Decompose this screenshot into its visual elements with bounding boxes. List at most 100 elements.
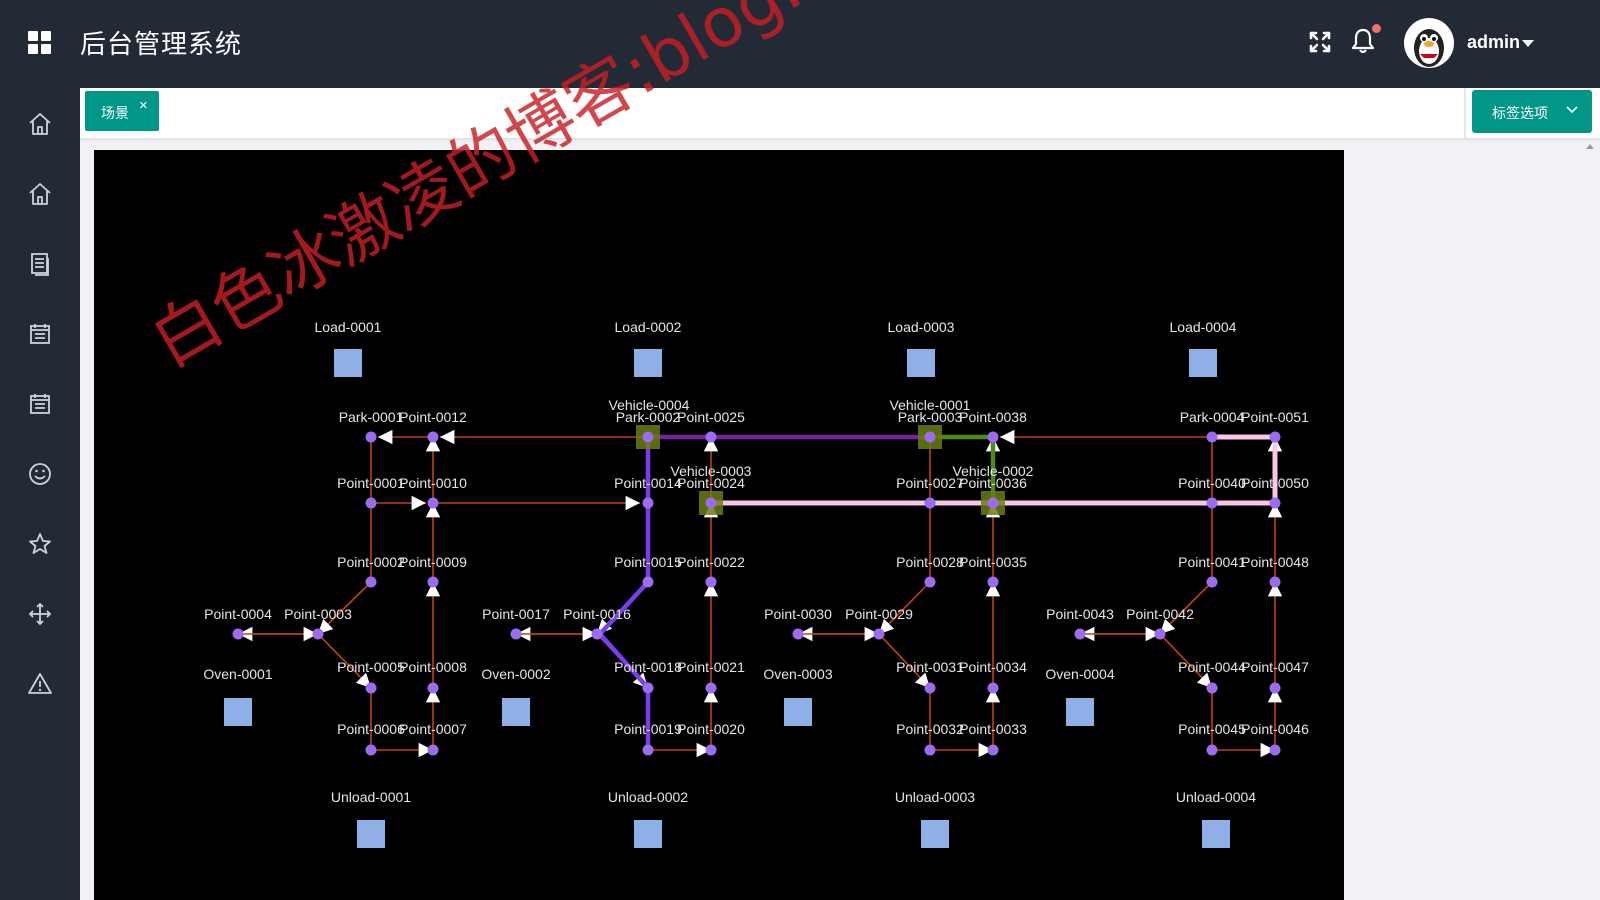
graph-label: Point-0007 [399,721,467,737]
user-menu-caret-icon[interactable] [1522,40,1534,47]
graph-label: Park-0004 [1180,409,1245,425]
graph-label: Unload-0004 [1176,789,1256,805]
graph-label: Point-0050 [1241,475,1309,491]
graph-point [642,431,654,443]
apps-grid-icon[interactable] [28,31,52,55]
edge-line [317,581,372,635]
graph-label: Point-0015 [614,554,682,570]
graph-point [1154,628,1166,640]
calendar-icon[interactable] [26,390,54,418]
graph-point [705,744,717,756]
graph-point [642,576,654,588]
graph-point [427,682,439,694]
graph-point [642,497,654,509]
graph-label: Vehicle-0001 [890,397,971,413]
graph-point [924,497,936,509]
graph-point [510,628,522,640]
star-icon[interactable] [26,530,54,558]
app-title: 后台管理系统 [80,30,243,60]
graph-label: Point-0029 [845,606,913,622]
graph-label: Point-0019 [614,721,682,737]
location-block [1066,698,1094,726]
smile-icon[interactable] [26,460,54,488]
list-icon[interactable] [26,320,54,348]
tabs-bar: 场景 × 标签选项 [80,88,1600,138]
graph-point [705,576,717,588]
graph-label: Point-0024 [677,475,745,491]
graph-point [1269,744,1281,756]
graph-label: Vehicle-0002 [953,463,1034,479]
graph-point [873,628,885,640]
graph-point [1206,431,1218,443]
location-blocks [224,349,1230,848]
graph-label: Point-0005 [337,659,405,675]
graph-label: Point-0009 [399,554,467,570]
graph-label: Load-0003 [888,319,955,335]
home-icon[interactable] [26,110,54,138]
location-block [1189,349,1217,377]
graph-point [642,744,654,756]
user-avatar[interactable] [1404,18,1454,68]
graph-label: Point-0038 [959,409,1027,425]
graph-label: Point-0028 [896,554,964,570]
location-block [502,698,530,726]
graph-label: Point-0016 [563,606,631,622]
location-block [357,820,385,848]
graph-label: Point-0022 [677,554,745,570]
graph-point [987,497,999,509]
close-icon[interactable]: × [139,97,148,114]
graph-label: Park-0001 [339,409,404,425]
graph-label: Point-0042 [1126,606,1194,622]
graph-label: Point-0043 [1046,606,1114,622]
graph-label: Park-0002 [616,409,681,425]
graph-label: Point-0036 [959,475,1027,491]
graph-point [1074,628,1086,640]
fullscreen-icon[interactable] [1308,30,1332,54]
tab-options-button[interactable]: 标签选项 [1472,90,1592,133]
graph-label: Point-0034 [959,659,1027,675]
graph-label: Vehicle-0004 [609,397,690,413]
graph-point [427,431,439,443]
home-icon[interactable] [26,180,54,208]
tab-scene[interactable]: 场景 × [85,91,159,131]
graph-label: Point-0046 [1241,721,1309,737]
graph-label: Point-0040 [1178,475,1246,491]
top-bar: 后台管理系统 admin [0,0,1600,88]
tabs-divider [1464,88,1466,138]
graph-point [427,576,439,588]
edge-line [878,633,931,689]
graph-label: Point-0004 [204,606,272,622]
scroll-up-arrow[interactable] [1586,144,1594,149]
location-block [907,349,935,377]
graph-point [987,431,999,443]
graph-label: Unload-0001 [331,789,411,805]
location-block [784,698,812,726]
graph-label: Point-0031 [896,659,964,675]
graph-point [1206,576,1218,588]
graph-point [987,576,999,588]
graph-point [1269,497,1281,509]
graph-point [987,744,999,756]
edge-line [317,633,372,689]
document-icon[interactable] [26,250,54,278]
graph-label: Point-0033 [959,721,1027,737]
graph-label: Point-0014 [614,475,682,491]
warning-icon[interactable] [26,670,54,698]
sidebar [0,88,80,900]
graph-point [705,682,717,694]
notification-bell-icon[interactable] [1348,26,1378,56]
graph-label: Point-0020 [677,721,745,737]
graph-label: Point-0045 [1178,721,1246,737]
graph-point [591,628,603,640]
username[interactable]: admin [1467,32,1521,52]
graph-point [924,431,936,443]
graph-edges [238,429,1283,758]
move-icon[interactable] [26,600,54,628]
graph-label: Point-0047 [1241,659,1309,675]
graph-label: Point-0032 [896,721,964,737]
graph-points [232,431,1281,756]
graph-point [924,576,936,588]
